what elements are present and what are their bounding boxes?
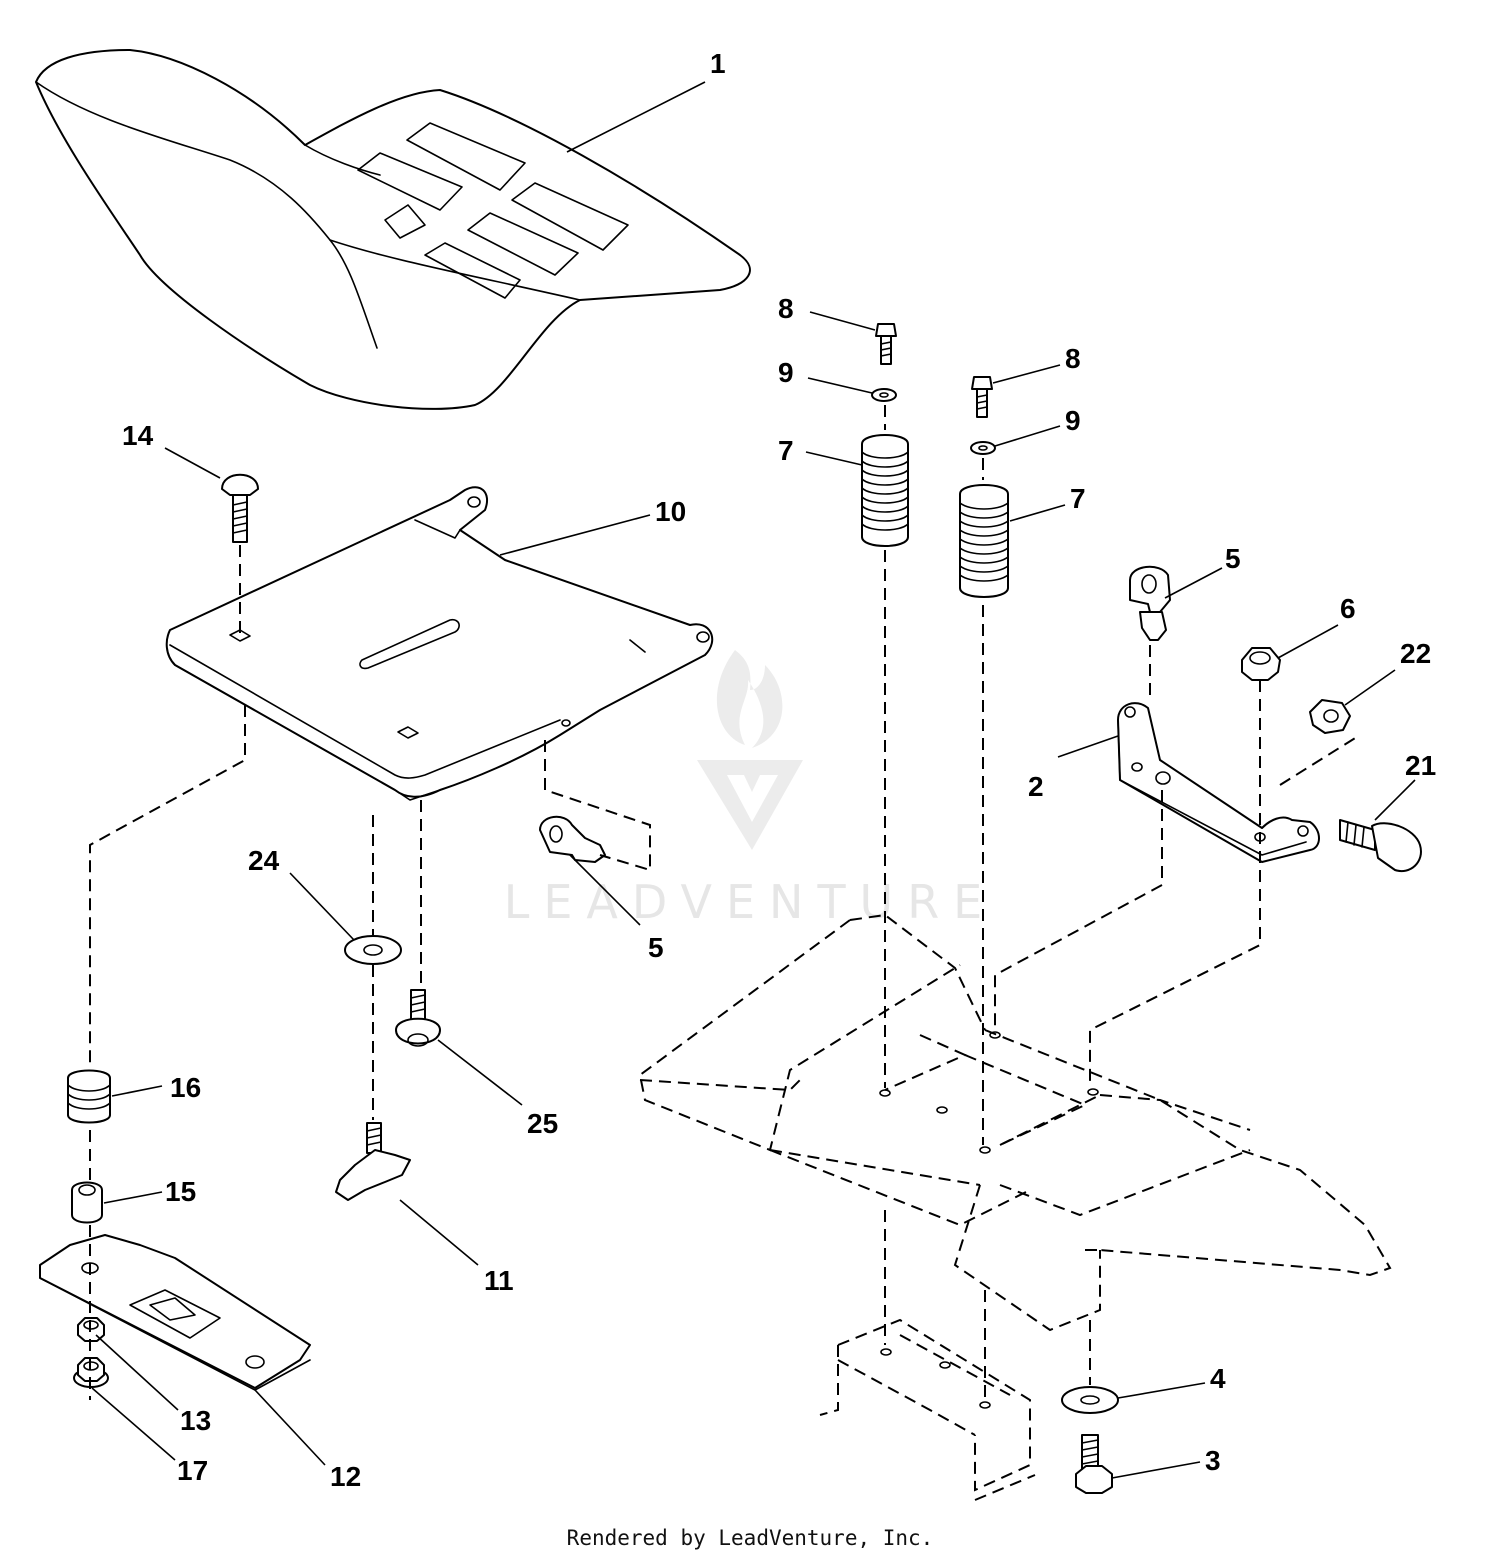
bolt-part-3 bbox=[1075, 1434, 1113, 1494]
shoulder-bolt-part-25 bbox=[395, 989, 441, 1047]
callout-6: 6 bbox=[1340, 593, 1356, 624]
callout-16: 16 bbox=[170, 1072, 201, 1103]
callout-2: 2 bbox=[1028, 771, 1044, 802]
seat-part-1 bbox=[35, 49, 751, 410]
clip-part-5-upper bbox=[1129, 565, 1171, 641]
bolt-part-21 bbox=[1339, 819, 1422, 873]
spring-part-7-right bbox=[959, 484, 1009, 598]
callout-leaders bbox=[91, 81, 1416, 1479]
locknut-part-6 bbox=[1241, 647, 1281, 681]
nut-part-22 bbox=[1309, 699, 1351, 734]
callout-1: 1 bbox=[710, 48, 726, 79]
callout-11: 11 bbox=[484, 1265, 514, 1296]
callout-8-right: 8 bbox=[1065, 343, 1081, 374]
plate-part-12 bbox=[39, 1234, 311, 1391]
callout-9-right: 9 bbox=[1065, 405, 1081, 436]
callout-24: 24 bbox=[248, 845, 280, 876]
callout-7-right: 7 bbox=[1070, 483, 1086, 514]
seat-pan-part-10 bbox=[165, 486, 714, 801]
callout-7-left: 7 bbox=[778, 435, 794, 466]
spacer-part-15 bbox=[71, 1181, 103, 1224]
callout-3: 3 bbox=[1205, 1445, 1221, 1476]
callout-10: 10 bbox=[655, 496, 686, 527]
callout-labels: 1 14 10 8 9 7 8 9 7 5 6 22 2 21 24 5 16 … bbox=[122, 48, 1436, 1492]
callout-21: 21 bbox=[1405, 750, 1436, 781]
fender-frame-phantom bbox=[638, 913, 1392, 1501]
callout-13: 13 bbox=[180, 1405, 211, 1436]
spring-part-16 bbox=[67, 1069, 111, 1124]
washer-part-4 bbox=[1061, 1386, 1119, 1414]
spring-part-7-left bbox=[861, 434, 909, 547]
knob-part-11 bbox=[335, 1122, 411, 1201]
washer-part-9-left bbox=[871, 388, 897, 402]
carriage-bolt-part-14 bbox=[221, 473, 259, 543]
clip-part-5-lower bbox=[539, 815, 606, 863]
footer-credit: Rendered by LeadVenture, Inc. bbox=[566, 1526, 934, 1550]
watermark-text: LEADVENTURE bbox=[504, 875, 997, 929]
callout-5-lower: 5 bbox=[648, 932, 664, 963]
bolt-part-8-left bbox=[875, 323, 897, 365]
callout-22: 22 bbox=[1400, 638, 1431, 669]
callout-8-left: 8 bbox=[778, 293, 794, 324]
callout-4: 4 bbox=[1210, 1363, 1226, 1394]
washer-part-24 bbox=[344, 935, 402, 965]
callout-25: 25 bbox=[527, 1108, 558, 1139]
washer-part-9-right bbox=[970, 441, 996, 455]
assembly-lines bbox=[89, 405, 1361, 1400]
callout-12: 12 bbox=[330, 1461, 361, 1492]
callout-14: 14 bbox=[122, 420, 154, 451]
callout-15: 15 bbox=[165, 1176, 196, 1207]
bracket-part-2 bbox=[1117, 702, 1320, 863]
callout-5-upper: 5 bbox=[1225, 543, 1241, 574]
callout-9-left: 9 bbox=[778, 357, 794, 388]
leadventure-watermark: LEADVENTURE bbox=[504, 650, 997, 929]
bolt-part-8-right bbox=[971, 376, 993, 418]
callout-17: 17 bbox=[177, 1455, 208, 1486]
